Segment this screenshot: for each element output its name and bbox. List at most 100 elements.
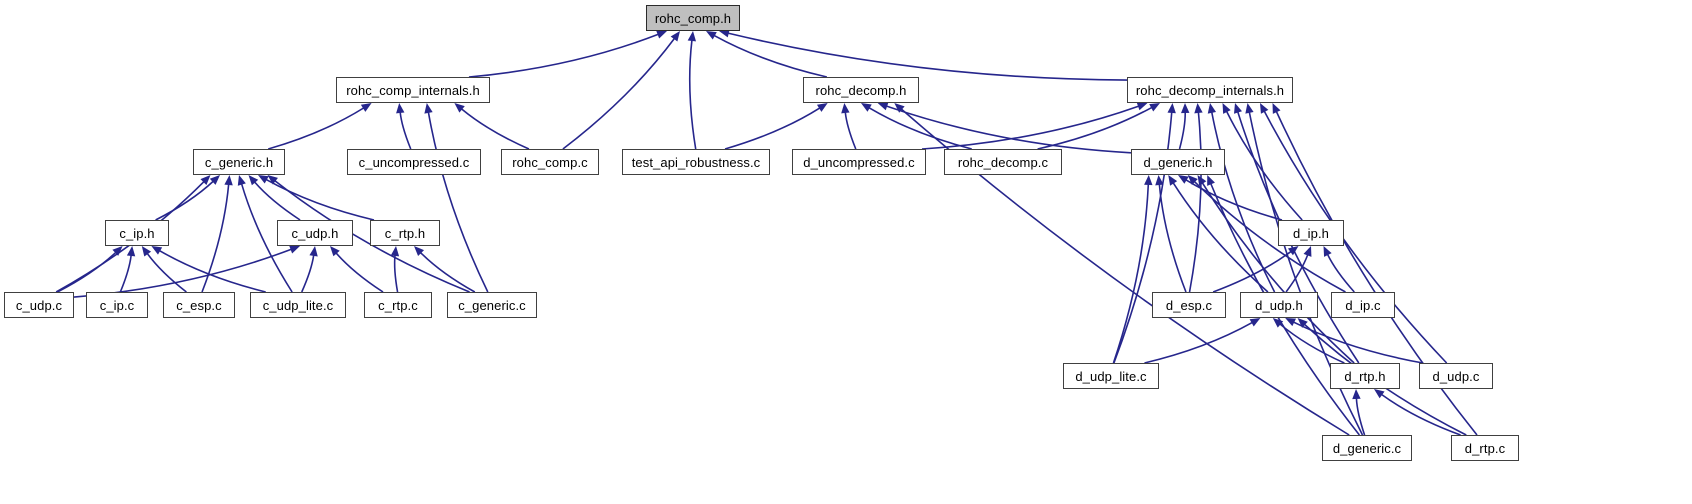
graph-edge-arrowhead [1187, 175, 1198, 186]
graph-node-label: rohc_comp.c [512, 154, 588, 170]
graph-node-c-esp-c[interactable]: c_esp.c [163, 292, 235, 318]
graph-node-d-generic-h[interactable]: d_generic.h [1131, 149, 1225, 175]
graph-edge-arrowhead [1352, 389, 1361, 400]
graph-edge [1201, 182, 1355, 364]
graph-node-c-generic-h[interactable]: c_generic.h [193, 149, 285, 175]
graph-edge [274, 180, 470, 293]
graph-edge [1263, 110, 1448, 364]
graph-node-d-rtp-h[interactable]: d_rtp.h [1330, 363, 1400, 389]
graph-edge [1210, 111, 1276, 293]
graph-edge [265, 178, 375, 221]
graph-edge-arrowhead [1144, 175, 1153, 186]
graph-edge-arrowhead [1323, 246, 1332, 257]
graph-edge-arrowhead [1303, 246, 1312, 257]
graph-node-d-ip-h[interactable]: d_ip.h [1278, 220, 1344, 246]
graph-node-rohc-comp-c[interactable]: rohc_comp.c [501, 149, 599, 175]
graph-node-label: d_generic.h [1143, 154, 1213, 170]
graph-node-label: c_rtp.c [378, 297, 418, 313]
graph-node-label: d_generic.c [1332, 440, 1402, 456]
graph-edge [688, 40, 697, 150]
graph-node-c-udp-c[interactable]: c_udp.c [4, 292, 74, 318]
graph-node-c-ip-c[interactable]: c_ip.c [86, 292, 148, 318]
graph-node-d-esp-c[interactable]: d_esp.c [1152, 292, 1226, 318]
graph-node-label: d_esp.c [1165, 297, 1213, 313]
graph-edge-arrowhead [1155, 175, 1164, 186]
graph-edge-arrowhead [200, 175, 211, 186]
graph-node-label: rohc_decomp.h [815, 82, 907, 98]
graph-edge [301, 254, 315, 293]
graph-edge [1158, 184, 1187, 293]
graph-edge-arrowhead [894, 103, 905, 113]
graph-node-c-udp-lite-c[interactable]: c_udp_lite.c [250, 292, 346, 318]
graph-node-label: d_udp.h [1255, 297, 1303, 313]
graph-edge [57, 251, 117, 293]
graph-node-rohc-comp-h[interactable]: rohc_comp.h [646, 5, 740, 31]
graph-edge-arrowhead [424, 103, 433, 114]
graph-edge [724, 107, 821, 150]
graph-edge [1225, 110, 1303, 221]
graph-edge-arrowhead [1136, 102, 1148, 111]
graph-edge-arrowhead [1197, 175, 1207, 186]
graph-edge [1326, 253, 1355, 293]
graph-edge-arrowhead [330, 246, 340, 257]
graph-node-c-rtp-h[interactable]: c_rtp.h [370, 220, 440, 246]
graph-node-label: c_rtp.h [384, 225, 426, 241]
graph-node-c-ip-h[interactable]: c_ip.h [105, 220, 169, 246]
graph-edge-arrowhead [112, 246, 123, 256]
graph-edge-arrowhead [1207, 103, 1217, 114]
graph-node-rohc-decomp-h[interactable]: rohc_decomp.h [803, 77, 919, 103]
graph-edge-arrowhead [1272, 318, 1284, 328]
graph-edge-arrowhead [390, 246, 400, 257]
graph-node-test-api-robustness-c[interactable]: test_api_robustness.c [622, 149, 770, 175]
graph-node-c-udp-h[interactable]: c_udp.h [277, 220, 353, 246]
graph-edge-arrowhead [237, 175, 246, 186]
graph-node-c-uncompressed-c[interactable]: c_uncompressed.c [347, 149, 481, 175]
graph-edge [921, 105, 1140, 150]
graph-node-c-generic-c[interactable]: c_generic.c [447, 292, 537, 318]
graph-node-rohc-comp-internals-h[interactable]: rohc_comp_internals.h [336, 77, 490, 103]
graph-edge [1113, 112, 1173, 364]
graph-node-label: c_udp.h [291, 225, 339, 241]
graph-edge-arrowhead [719, 29, 730, 38]
graph-node-d-udp-lite-c[interactable]: d_udp_lite.c [1063, 363, 1159, 389]
graph-edge-arrowhead [267, 175, 278, 185]
graph-edge [399, 112, 412, 150]
graph-node-d-generic-c[interactable]: d_generic.c [1322, 435, 1412, 461]
graph-node-rohc-decomp-c[interactable]: rohc_decomp.c [944, 149, 1062, 175]
graph-edge [468, 33, 659, 78]
graph-node-c-rtp-c[interactable]: c_rtp.c [364, 292, 432, 318]
graph-edge-arrowhead [454, 103, 465, 113]
graph-node-label: d_ip.h [1292, 225, 1330, 241]
graph-edge [146, 252, 187, 293]
graph-edge-arrowhead [1234, 103, 1243, 114]
graph-edge-arrowhead [414, 246, 425, 257]
graph-edge-arrowhead [1181, 103, 1190, 114]
graph-node-rohc-decomp-internals-h[interactable]: rohc_decomp_internals.h [1127, 77, 1293, 103]
graph-edge [1285, 254, 1309, 293]
graph-node-label: d_udp_lite.c [1075, 368, 1147, 384]
graph-edge-arrowhead [1287, 246, 1299, 256]
graph-edge-arrowhead [1149, 103, 1160, 112]
graph-edge [1172, 182, 1269, 293]
graph-edge-arrowhead [656, 30, 667, 39]
graph-edge-arrowhead [209, 175, 220, 185]
graph-node-d-udp-h[interactable]: d_udp.h [1240, 292, 1318, 318]
graph-edge-arrowhead [1272, 103, 1281, 114]
graph-edge [155, 180, 214, 221]
graph-edge [1355, 398, 1366, 436]
graph-node-d-rtp-c[interactable]: d_rtp.c [1451, 435, 1519, 461]
graph-node-label: c_udp.c [15, 297, 63, 313]
graph-node-label: c_uncompressed.c [358, 154, 470, 170]
graph-node-label: test_api_robustness.c [631, 154, 761, 170]
graph-edge-arrowhead [706, 31, 717, 40]
graph-node-d-ip-c[interactable]: d_ip.c [1331, 292, 1395, 318]
graph-edge-arrowhead [841, 103, 850, 114]
graph-node-d-uncompressed-c[interactable]: d_uncompressed.c [792, 149, 926, 175]
graph-node-label: d_udp.c [1432, 368, 1480, 384]
graph-edge [1188, 112, 1202, 293]
graph-node-d-udp-c[interactable]: d_udp.c [1419, 363, 1493, 389]
graph-node-label: c_generic.h [204, 154, 274, 170]
graph-edge [1144, 321, 1253, 364]
